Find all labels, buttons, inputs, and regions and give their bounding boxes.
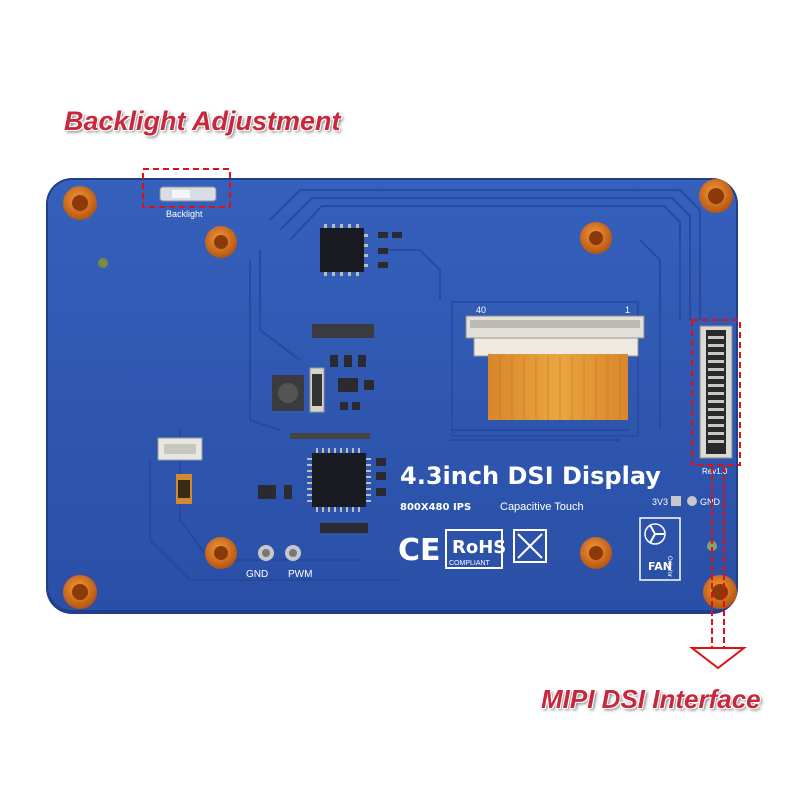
gnd-pad-label: GND xyxy=(246,569,268,580)
standoff-top-right xyxy=(699,179,733,213)
revision-label: Rev1.0 xyxy=(702,467,728,476)
fpc-connector: 40 1 xyxy=(465,305,645,420)
fan-note: Only for xyxy=(666,556,672,577)
svg-text:RoHS: RoHS xyxy=(452,537,506,558)
standoff-inner-4 xyxy=(580,537,612,569)
standoff-top-left xyxy=(63,186,97,220)
svg-text:COMPLIANT: COMPLIANT xyxy=(449,560,491,567)
inductor xyxy=(272,367,325,413)
standoff-bottom-right xyxy=(703,575,737,609)
standoff-inner-1 xyxy=(205,226,237,258)
mipi-dsi-interface-callout: MIPI DSI Interface xyxy=(541,684,761,714)
standoff-bottom-left xyxy=(63,575,97,609)
ce-mark: CE xyxy=(398,533,441,568)
pin-3v3-label: 3V3 xyxy=(652,497,668,507)
fpc-pin-40-label: 40 xyxy=(476,305,486,315)
power-header: 3V3 GND xyxy=(652,496,721,507)
mount-hole xyxy=(707,541,717,551)
svg-text:CE: CE xyxy=(398,533,441,568)
flex-cable xyxy=(488,354,628,420)
resolution-label: 800X480 IPS xyxy=(400,502,471,513)
weee-icon xyxy=(513,529,547,563)
mipi-dsi-connector: Rev1.0 xyxy=(699,325,733,476)
backlight-switch: Backlight xyxy=(159,186,217,219)
ic-chip-main xyxy=(307,448,371,512)
smd-components-mid xyxy=(258,355,386,533)
touch-label: Capacitive Touch xyxy=(500,501,584,513)
fpc-pin-1-label: 1 xyxy=(625,305,630,315)
standoff-inner-3 xyxy=(205,537,237,569)
standoff-inner-2 xyxy=(580,222,612,254)
pcb-board xyxy=(46,178,738,614)
pwm-pad-label: PWM xyxy=(288,569,312,580)
pin-gnd-label: GND xyxy=(700,497,721,507)
touch-connector xyxy=(157,437,203,504)
fan-icon: FAN Only for xyxy=(639,517,681,581)
mipi-highlight-box xyxy=(691,319,741,466)
ic-chip-top xyxy=(320,224,368,276)
backlight-adjustment-callout: Backlight Adjustment xyxy=(64,106,341,136)
fan-label: FAN xyxy=(648,560,672,573)
rohs-logo: RoHS COMPLIANT xyxy=(445,529,506,569)
standoff-screws xyxy=(63,179,737,609)
small-components-top xyxy=(312,232,402,338)
mipi-arrow xyxy=(689,466,747,670)
board-title: 4.3inch DSI Display xyxy=(400,462,661,490)
status-led xyxy=(98,258,108,268)
backlight-highlight-box xyxy=(142,168,231,208)
backlight-label: Backlight xyxy=(166,209,203,219)
gnd-pwm-pads: GND PWM xyxy=(246,545,312,580)
